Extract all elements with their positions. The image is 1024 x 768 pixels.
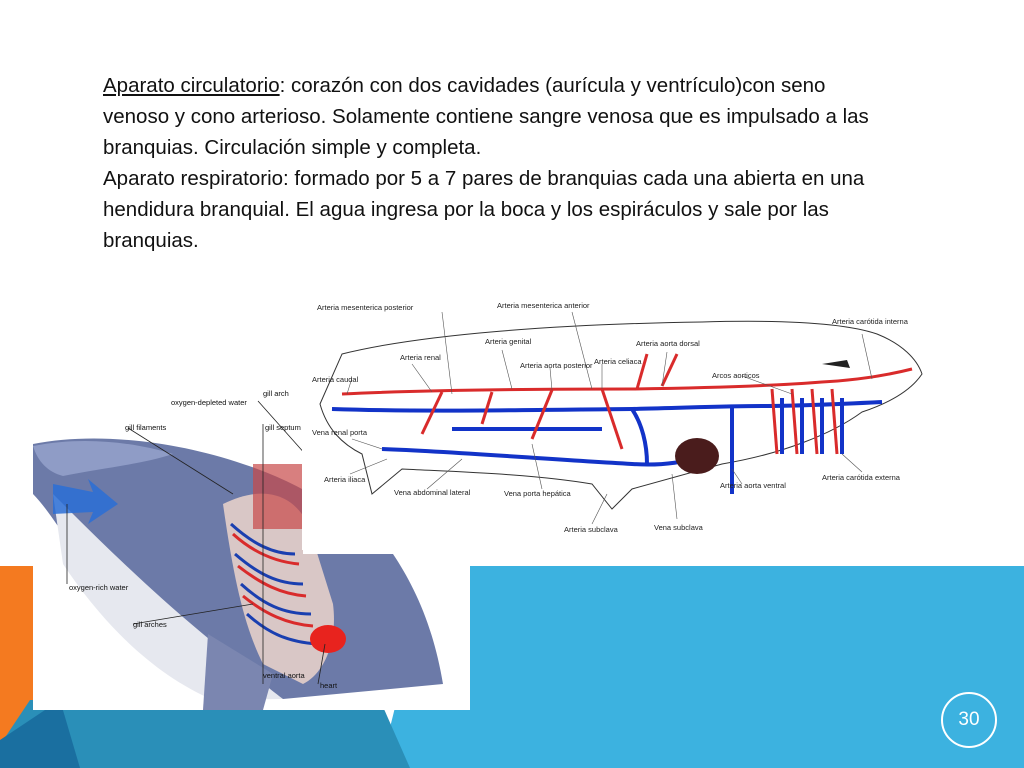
leader-lines [66, 400, 326, 685]
label-aorta-ventral: Arteria aorta ventral [720, 481, 786, 490]
dark-wedge-shape [0, 700, 80, 768]
shark-outline [319, 320, 923, 510]
label-subclavia-v: Vena subclava [654, 523, 704, 532]
shark-belly [53, 494, 283, 700]
shark-circulation-figure: Arteria mesenterica posterior Arteria me… [302, 294, 932, 550]
shark-pectoral-fin [203, 634, 273, 710]
label-aorta-dorsal: Arteria aorta dorsal [636, 339, 700, 348]
artery-network [341, 353, 913, 455]
label-gill-filaments: gill filaments [125, 423, 167, 432]
circulatory-term: Aparato circulatorio [103, 74, 280, 97]
heart-shape [310, 625, 346, 653]
circulatory-description: : corazón con dos cavidades (aurícula y … [103, 74, 869, 159]
label-ventral-aorta: ventral aorta [263, 671, 306, 680]
label-oxygen-rich: oxygen-rich water [69, 583, 129, 592]
label-gill-arches: gill arches [133, 620, 167, 629]
label-subclavia-a: Arteria subclava [564, 525, 619, 534]
label-mesenterica-posterior: Arteria mesenterica posterior [317, 303, 414, 312]
shark-snout [33, 440, 173, 476]
label-aorta-posterior: Arteria aorta posterior [520, 361, 593, 370]
label-iliaca: Arteria iliaca [324, 475, 366, 484]
label-gill-arch: gill arch [263, 389, 289, 398]
label-carotida-interna: Arteria carótida interna [832, 317, 909, 326]
teal-bottom-shape [0, 700, 410, 768]
label-genital: Arteria genital [485, 337, 532, 346]
label-vena-abdominal: Vena abdominal lateral [394, 488, 471, 497]
label-renal: Arteria renal [400, 353, 441, 362]
body-text: Aparato circulatorio: corazón con dos ca… [103, 70, 883, 256]
respiratory-paragraph: Aparato respiratorio: formado por 5 a 7 … [103, 167, 865, 252]
gill-filaments [231, 532, 314, 628]
water-arrow-in [53, 479, 118, 524]
label-caudal: Arteria caudal [312, 375, 359, 384]
label-arcos-aorticos: Arcos aorticos [712, 371, 760, 380]
page-number: 30 [958, 709, 980, 730]
vein-network [331, 398, 883, 494]
label-vena-porta: Vena porta hepática [504, 489, 572, 498]
circulation-diagram: Arteria mesenterica posterior Arteria me… [312, 301, 923, 534]
label-vena-renal-porta: Vena renal porta [312, 428, 368, 437]
page-number-badge: 30 [941, 692, 997, 748]
label-celiaca: Arteria celiaca [594, 357, 642, 366]
label-carotida-externa: Arteria carótida externa [822, 473, 901, 482]
heart-shape-right [675, 438, 719, 474]
circulatory-paragraph: Aparato circulatorio: corazón con dos ca… [103, 70, 883, 163]
label-oxygen-depleted: oxygen-depleted water [171, 398, 247, 407]
label-mesenterica-anterior: Arteria mesenterica anterior [497, 301, 590, 310]
label-heart: heart [320, 681, 338, 690]
eye-mark [822, 360, 850, 368]
label-gill-septum: gill septum [265, 423, 301, 432]
leader-lines-right [346, 311, 873, 525]
blue-panel-shape [380, 566, 1024, 768]
